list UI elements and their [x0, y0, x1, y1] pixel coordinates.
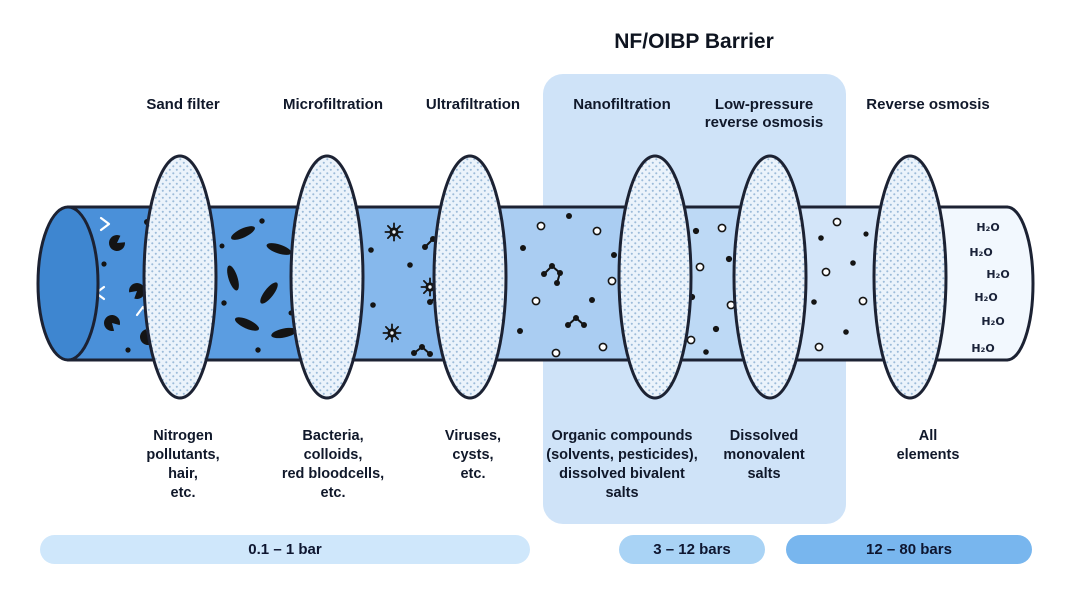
membrane-reverse-osmosis: [872, 154, 948, 400]
h2o-label: H₂O: [976, 221, 1000, 234]
pipe-outline: [66, 205, 1035, 362]
pressure-pill-0-1-1-bar: 0.1 – 1 bar: [40, 535, 530, 564]
stage-removes-microfiltration: Bacteria, colloids, red bloodcells, etc.: [281, 428, 385, 501]
stage-header-microfiltration: Microfiltration: [283, 96, 383, 113]
pressure-pill-label: 3 – 12 bars: [653, 541, 731, 558]
stage-removes-reverse-osmosis: All elements: [896, 428, 960, 463]
h2o-label: H₂O: [974, 291, 998, 304]
stage-header-low-pressure-ro: Low-pressure reverse osmosis: [704, 96, 824, 131]
pressure-pill-label: 12 – 80 bars: [866, 541, 952, 558]
stage-removes-nanofiltration: Organic compounds (solvents, pesticides)…: [546, 428, 698, 501]
membrane-ultrafiltration: [432, 154, 508, 400]
stage-header-ultrafiltration: Ultrafiltration: [425, 96, 521, 113]
membrane-sand-filter: [142, 154, 218, 400]
membranes: [142, 154, 948, 400]
pipe-right-cap-edge: [1005, 205, 1035, 362]
particles-fine-residual: [811, 217, 869, 352]
h2o-label: H₂O: [981, 315, 1005, 328]
membrane-low-pressure-ro: [732, 154, 808, 400]
pipe-left-cap: [36, 205, 100, 362]
h2o-label: H₂O: [986, 268, 1010, 281]
pressure-pill-12-80-bars: 12 – 80 bars: [786, 535, 1032, 564]
stage-header-nanofiltration: Nanofiltration: [573, 96, 671, 113]
pressure-pill-label: 0.1 – 1 bar: [248, 541, 322, 558]
pressure-pill-3-12-bars: 3 – 12 bars: [619, 535, 765, 564]
h2o-label: H₂O: [969, 246, 993, 259]
particles-organic-compounds: [517, 213, 617, 358]
diagram-title: NF/OIBP Barrier: [614, 30, 774, 53]
stage-header-reverse-osmosis: Reverse osmosis: [866, 96, 990, 113]
membrane-nanofiltration: [617, 154, 693, 400]
stage-removes-ultrafiltration: Viruses, cysts, etc.: [444, 428, 502, 482]
stage-removes-low-pressure-ro: Dissolved monovalent salts: [723, 428, 805, 482]
membrane-microfiltration: [289, 154, 365, 400]
h2o-label: H₂O: [971, 342, 995, 355]
stage-removes-sand-filter: Nitrogen pollutants, hair, etc.: [146, 428, 220, 501]
stage-header-sand-filter: Sand filter: [146, 96, 220, 113]
